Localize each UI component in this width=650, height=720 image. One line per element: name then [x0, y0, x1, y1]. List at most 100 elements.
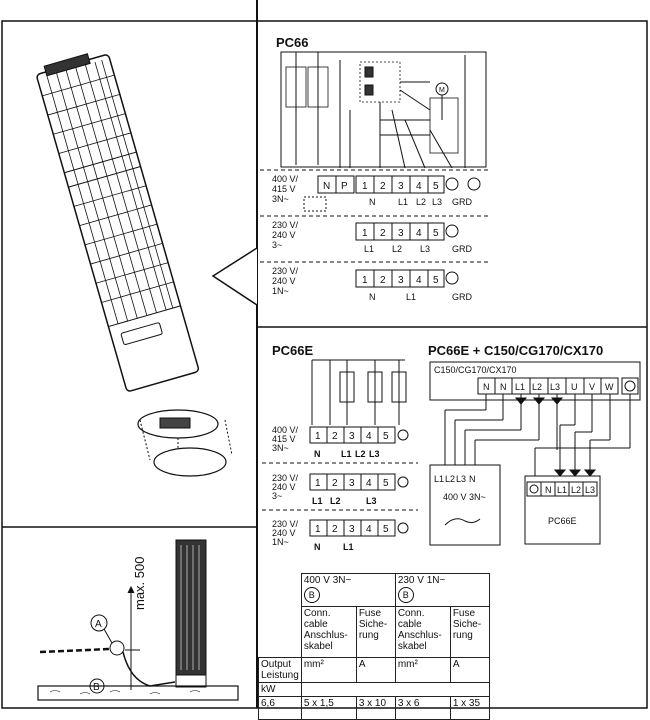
pc66e-s1-l3: L3: [369, 449, 380, 459]
pc66e-s2-t3: 3: [349, 478, 355, 489]
pc66e-s1-t5: 5: [383, 431, 389, 442]
table-empty-corner: [258, 573, 302, 658]
pc66-r3-phase-n: N: [369, 292, 376, 302]
col-400-marker: B: [303, 587, 320, 603]
pc66-phase-l3: L3: [432, 197, 442, 207]
row-230-cable: 3 x 6: [394, 696, 451, 720]
sub-header-cable-230: Conn. cable Anschlus- skabel: [394, 606, 451, 658]
pc66-voltage-1n-l1: 230 V/: [272, 266, 299, 276]
pc66-grd-1: GRD: [452, 197, 473, 207]
pc66-voltage-1n-l2: 240 V: [272, 276, 296, 286]
pc66e-s1-t4: 4: [366, 431, 372, 442]
pc66-term-n: N: [323, 181, 330, 192]
leistung-label: Leistung: [261, 670, 299, 681]
conn4-b: skabel: [397, 641, 427, 652]
pc66e-s2-l3: L3: [366, 496, 377, 506]
heater-term-l1: L1: [557, 485, 567, 495]
combo-term-l1: L1: [515, 382, 525, 392]
pc66-r3-term-5: 5: [433, 275, 439, 286]
pc66e-voltage-1n-l3: 1N~: [272, 537, 289, 547]
pc66-title: PC66: [276, 35, 309, 50]
heater-term-l3: L3: [585, 485, 595, 495]
pc66-term-3: 3: [398, 181, 404, 192]
pc66e-dash-dividers: [262, 462, 418, 511]
combo-term-n1: N: [483, 382, 490, 392]
pc66e-s3-t3: 3: [349, 524, 355, 535]
combo-supply-box: [429, 464, 501, 546]
pc66-term-2: 2: [380, 181, 386, 192]
heater-term-n: N: [545, 485, 552, 495]
pc66-r3-term-2: 2: [380, 275, 386, 286]
col-400-header: 400 V 3N~ B: [300, 573, 396, 607]
marker-b: B: [93, 682, 100, 693]
pc66e-title: PC66E: [272, 343, 314, 358]
max-height-label: max. 500: [132, 557, 147, 610]
supply-term-l1: L1: [434, 474, 444, 484]
fuse1: Fuse: [358, 608, 382, 619]
pc66e-s3-t2: 2: [332, 524, 338, 535]
pc66e-strip-3-numbers: 1 2 3 4 5 N L1: [314, 524, 389, 552]
pc66-terminal-strip-2: [355, 222, 459, 241]
pc66-r2-term-4: 4: [416, 228, 422, 239]
pc66e-s1-n: N: [314, 449, 321, 459]
pc66e-s2-l1: L1: [312, 496, 323, 506]
pc66-r2-phase-l2: L2: [392, 244, 402, 254]
pc66-grd-2: GRD: [452, 244, 473, 254]
pc66e-s2-l2: L2: [330, 496, 341, 506]
sub-header-fuse-400: Fuse Siche- rung: [355, 606, 396, 658]
spec-table-block: 400 V 3N~ B 230 V 1N~ B Conn. cable Ansc…: [258, 573, 650, 720]
pc66-dash-dividers: [260, 169, 488, 263]
pc66-phase-l1: L1: [398, 197, 408, 207]
conn2: cable: [303, 619, 328, 630]
combo-term-v: V: [589, 382, 595, 392]
pc66e-s3-l1: L1: [343, 542, 354, 552]
fuse3-b: rung: [452, 630, 473, 641]
unit-spacer: [300, 682, 490, 697]
fuse2-b: Siche-: [452, 619, 482, 630]
sub-header-cable-400: Conn. cable Anschlus- skabel: [300, 606, 357, 658]
pc66-grd-3: GRD: [452, 292, 473, 302]
unit-mm-230: mm²: [394, 657, 451, 683]
pc66e-s2-t2: 2: [332, 478, 338, 489]
output-label: Output: [261, 659, 292, 670]
combo-term-w: W: [605, 382, 614, 392]
combo-box-label: C150/CG170/CX170: [434, 365, 517, 375]
pc66e-voltage-3-l1: 230 V/: [272, 473, 299, 483]
heater-illustration: [36, 53, 233, 477]
combo-controller-box: [429, 361, 641, 401]
pc66e-s3-t1: 1: [315, 524, 321, 535]
conn4: skabel: [303, 641, 333, 652]
unit-kw: kW: [258, 682, 302, 697]
row-400-cable: 5 x 1,5: [300, 696, 357, 720]
conn3-b: Anschlus-: [397, 630, 442, 641]
heater-box-label: PC66E: [548, 516, 577, 526]
pc66-r3-term-3: 3: [398, 275, 404, 286]
supply-term-l2: L2: [445, 474, 455, 484]
heater-term-l2: L2: [571, 485, 581, 495]
pc66e-s3-t5: 5: [383, 524, 389, 535]
pc66-voltage-1n-l3: 1N~: [272, 286, 289, 296]
pc66e-s3-t4: 4: [366, 524, 372, 535]
pc66e-s1-t3: 3: [349, 431, 355, 442]
sub-header-fuse-230: Fuse Siche- rung: [449, 606, 490, 658]
conn1-b: Conn.: [397, 608, 425, 619]
pc66-voltage-3-l2: 240 V: [272, 230, 296, 240]
pc66-r2-term-5: 5: [433, 228, 439, 239]
pc66-r2-term-1: 1: [362, 228, 368, 239]
pc66-voltage-3-l1: 230 V/: [272, 220, 299, 230]
col-230-label: 230 V 1N~: [397, 575, 446, 586]
pc66e-voltage-3-l2: 240 V: [272, 482, 296, 492]
supply-term-l3: L3: [456, 474, 466, 484]
pc66e-voltage-3-l3: 3~: [272, 491, 282, 501]
pc66-term-4: 4: [416, 181, 422, 192]
unit-a-400: A: [355, 657, 396, 683]
fuse2: Siche-: [358, 619, 388, 630]
pc66e-s3-n: N: [314, 542, 321, 552]
pc66-terminal-strip-3: [355, 269, 459, 288]
conn3: Anschlus-: [303, 630, 348, 641]
row-230-fuse: 1 x 35: [449, 696, 490, 720]
callout-pointer: [211, 247, 258, 306]
pc66e-s2-t5: 5: [383, 478, 389, 489]
unit-a-230: A: [449, 657, 490, 683]
